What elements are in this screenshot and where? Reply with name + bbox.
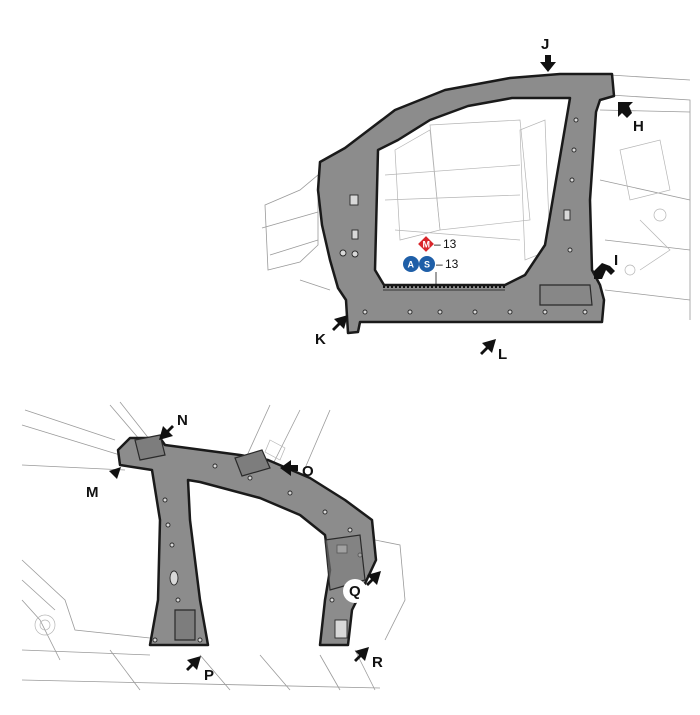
callout-j: J [541, 36, 549, 53]
arrow-icon-q [366, 571, 381, 586]
svg-text:A: A [408, 260, 415, 270]
circle-badge-icon-s: S [419, 256, 435, 272]
arrow-icon-n [159, 425, 174, 440]
callout-m: M [86, 484, 99, 501]
svg-text:–: – [436, 257, 443, 271]
arrow-icon-i [594, 263, 615, 279]
callout-i: I [614, 252, 618, 269]
callout-o: O [302, 463, 314, 480]
arrow-icon-h [618, 102, 633, 118]
arrow-icon-l [480, 339, 496, 355]
arrow-icon-m [108, 467, 121, 480]
callout-r: R [372, 654, 383, 671]
callout-k: K [315, 331, 326, 348]
arrow-icon-r [354, 647, 369, 662]
callout-p: P [204, 667, 214, 684]
top-figure: J H I K L M – 13 A S – 13 [261, 36, 691, 363]
svg-text:–: – [434, 237, 441, 251]
callout-q-circle [343, 579, 367, 603]
arrow-icon-o [280, 460, 298, 476]
callout-q: Q [349, 583, 361, 600]
side-inner-frame-bottom [116, 434, 378, 647]
bottom-background-lineart [21, 401, 406, 691]
arrow-icon-k [332, 315, 348, 331]
side-outer-panel-top [316, 72, 616, 335]
bottom-figure: N M O Q P R [21, 401, 406, 691]
diamond-badge-icon: M [416, 234, 436, 254]
spec-as-label: A S – 13 [403, 256, 459, 287]
callout-l: L [498, 346, 507, 363]
svg-text:M: M [423, 240, 431, 250]
arrow-icon-j [540, 55, 556, 72]
circle-badge-icon-a: A [403, 256, 419, 272]
arrow-icon-p [186, 656, 201, 671]
spec-m-label: M – 13 [416, 234, 457, 254]
callout-h: H [633, 118, 644, 135]
callout-n: N [177, 412, 188, 429]
svg-text:S: S [424, 260, 430, 270]
svg-text:13: 13 [443, 237, 457, 251]
svg-text:13: 13 [445, 257, 459, 271]
